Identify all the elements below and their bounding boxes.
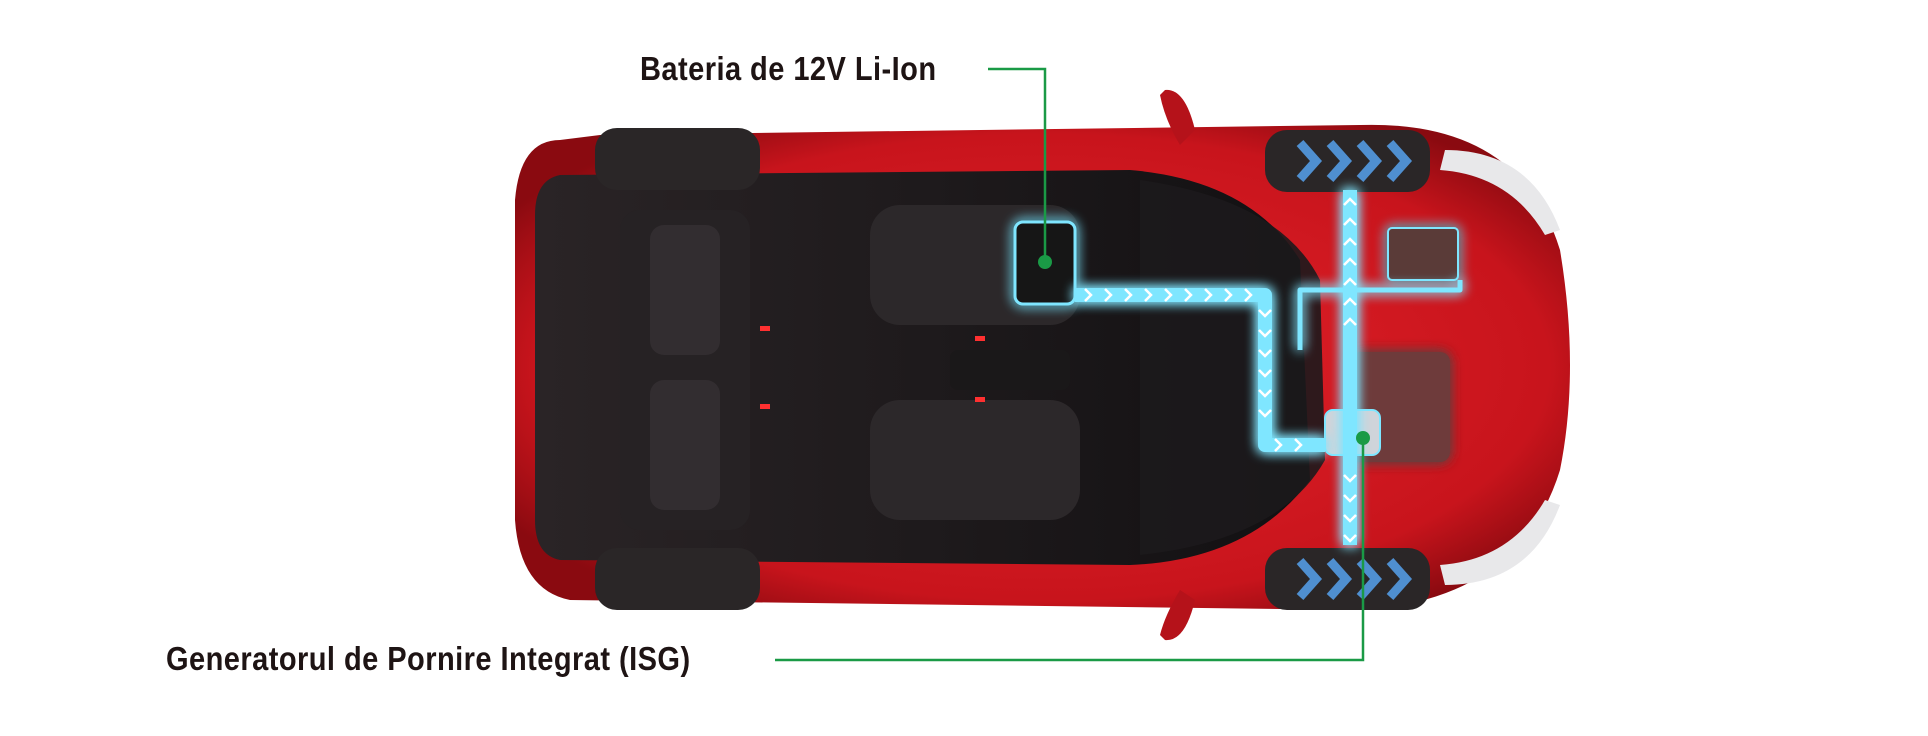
- isg-label: Generatorul de Pornire Integrat (ISG): [166, 640, 691, 677]
- battery-label: Bateria de 12V Li-Ion: [640, 50, 937, 87]
- flow-arrows: [1084, 197, 1357, 543]
- ecu-component: [1387, 227, 1459, 281]
- front-wheel-chevrons: [1296, 140, 1413, 600]
- battery-leader-line: [988, 67, 1052, 269]
- isg-leader-line: [775, 431, 1370, 662]
- wheels: [595, 128, 1430, 610]
